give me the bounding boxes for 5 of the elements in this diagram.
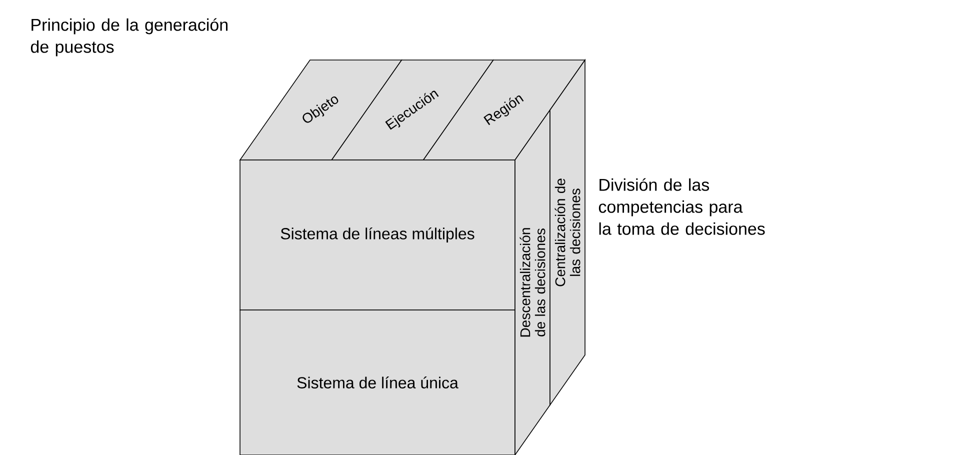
node-label: Sistema de línea única [297, 376, 458, 388]
label-text: División de las competencias para la toma de decisiones [598, 178, 765, 235]
label-text: Principio de la generación de puestos [30, 18, 228, 56]
cube-face: Descentralización de las decisiones [514, 108, 550, 455]
node-label: Descentralización de las decisiones [520, 228, 546, 337]
